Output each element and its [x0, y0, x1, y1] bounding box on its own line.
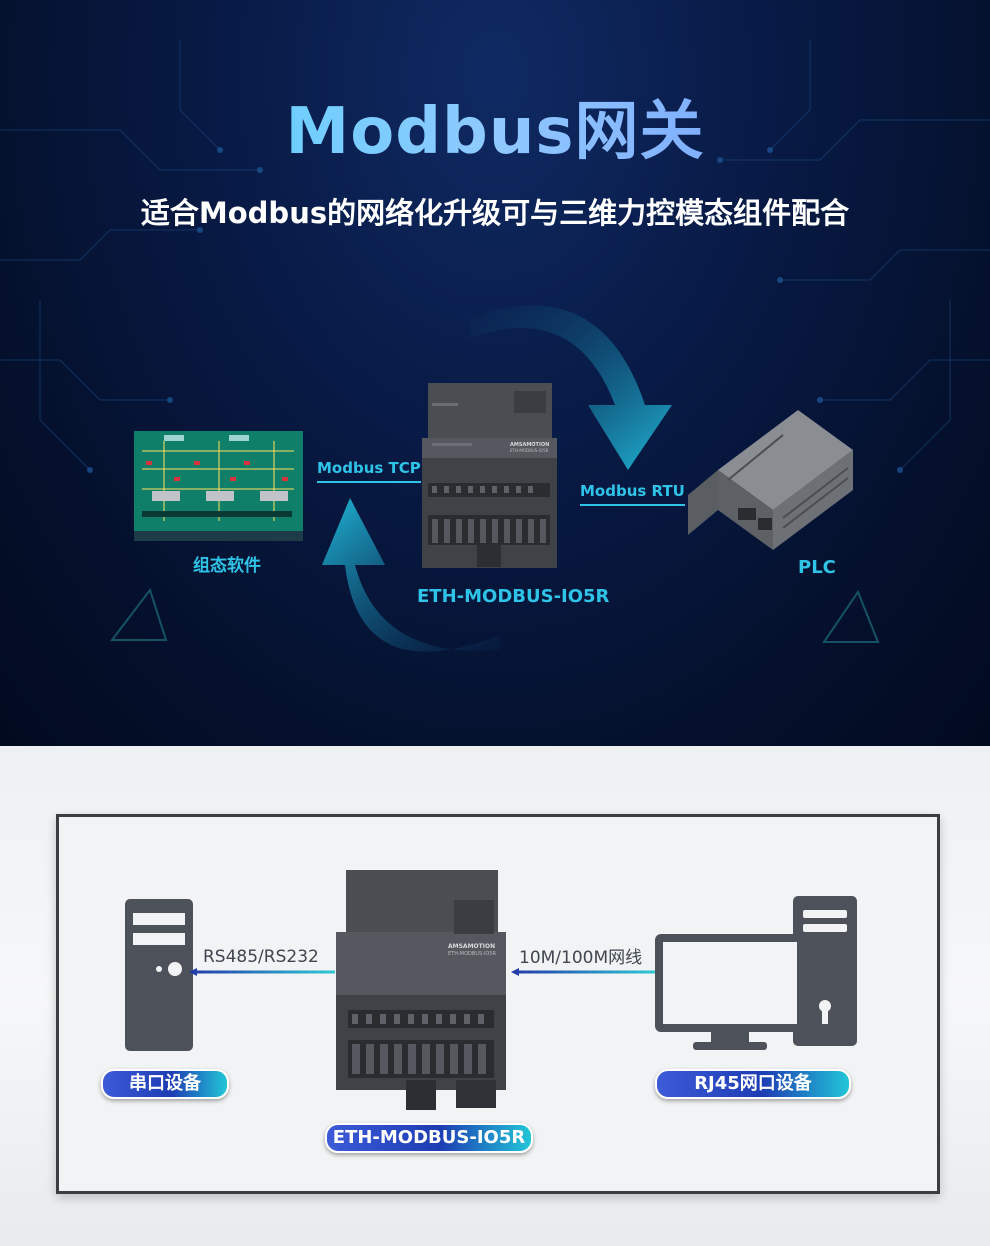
- serial-device-icon: [125, 899, 193, 1051]
- label-device: ETH-MODBUS-IO5R: [417, 586, 610, 607]
- computer-icon: [655, 896, 861, 1056]
- device-image-hero: AMSAMOTION ETH-MODBUS-IO5R: [422, 383, 557, 573]
- device-brand-diagram: AMSAMOTION: [448, 943, 496, 950]
- label-plc: PLC: [798, 557, 836, 578]
- arrow-bottom-curve: [322, 498, 500, 652]
- diagram-panel: RS485/RS232: [56, 814, 940, 1194]
- circuit-background: [0, 40, 990, 652]
- arrow-top-curve: [470, 305, 672, 470]
- arrow-right-icon: [511, 968, 657, 976]
- label-center-device: ETH-MODBUS-IO5R: [325, 1123, 533, 1153]
- link-label-left: RS485/RS232: [203, 947, 319, 967]
- scada-software-image: [134, 431, 303, 541]
- label-serial-device: 串口设备: [101, 1069, 229, 1099]
- plc-image: [688, 410, 856, 570]
- link-label-right: 10M/100M网线: [519, 948, 643, 968]
- arrow-left-icon: [189, 968, 335, 976]
- device-model-diagram: ETH-MODBUS-IO5R: [448, 951, 497, 957]
- device-brand-hero: AMSAMOTION: [510, 442, 550, 448]
- label-scada: 组态软件: [193, 556, 261, 576]
- page-title: Modbus网关: [0, 80, 990, 172]
- connection-diagram-section: RS485/RS232: [0, 746, 990, 1246]
- label-modbus-rtu: Modbus RTU: [580, 482, 685, 506]
- page-subtitle: 适合Modbus的网络化升级可与三维力控模态组件配合: [140, 196, 850, 230]
- device-image-diagram: AMSAMOTION ETH-MODBUS-IO5R: [336, 870, 506, 1110]
- device-model-hero: ETH-MODBUS-IO5R: [510, 448, 549, 453]
- label-modbus-tcp: Modbus TCP: [317, 459, 421, 483]
- label-rj45-device: RJ45网口设备: [655, 1069, 851, 1099]
- hero-banner: Modbus网关 适合Modbus的网络化升级可与三维力控模态组件配合 组态软件…: [0, 0, 990, 746]
